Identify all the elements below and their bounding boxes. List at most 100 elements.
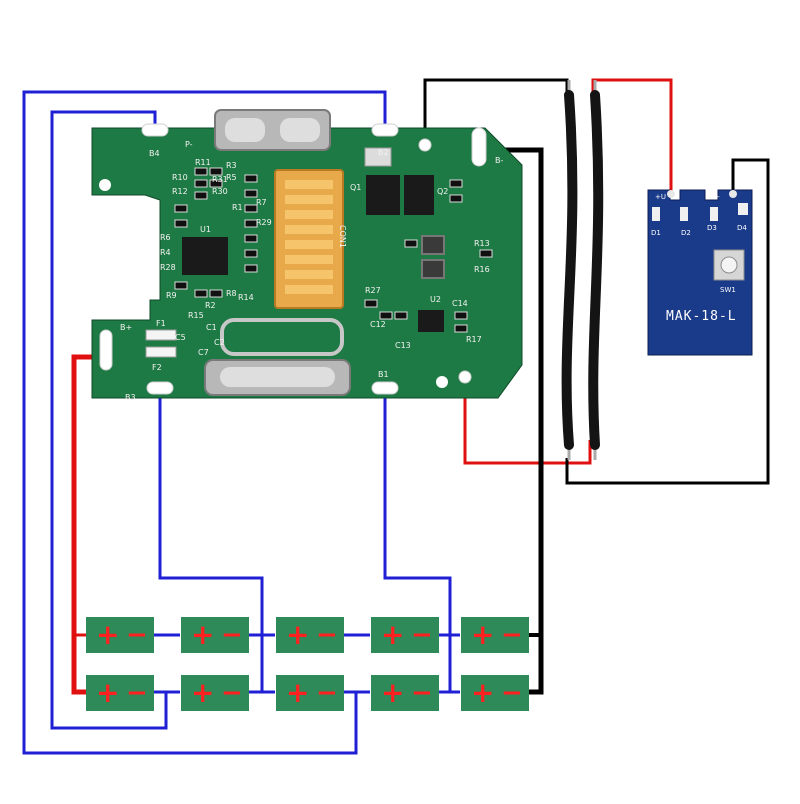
component-label-r27: R27 [365,286,381,295]
label-f1: F1 [156,319,166,328]
component-label-c2: C2 [214,338,225,347]
lead-wire-red-sheath [588,90,604,450]
battery-cell-r1-c1: +− [86,617,154,653]
terminal-top [214,109,331,151]
battery-cell-plus: + [471,676,494,709]
negative-wire-main [486,147,544,695]
label-p-minus: P- [185,140,193,149]
battery-cell-body [461,617,529,653]
battery-cell-body [371,617,439,653]
component-label-r12: R12 [172,187,188,196]
chip-u2 [418,310,444,332]
component-label-c12: C12 [370,320,386,329]
indicator-pad-plus [667,190,675,198]
pad-b-minus [471,127,487,167]
component-label-r10: R10 [172,173,188,182]
battery-cell-plus: + [96,676,119,709]
switch-sw1 [713,249,745,281]
battery-cell-plus: + [381,676,404,709]
switch-label: SW1 [720,286,736,294]
negative-wire-indicator [565,158,770,485]
battery-cell-minus: − [221,678,243,708]
pad-b-plus [99,329,113,371]
battery-cell-body [461,675,529,711]
component-label-c5: C5 [175,333,186,342]
component-label-q2: Q2 [437,187,448,196]
indicator-minus-label: U- [712,193,720,201]
label-b2: B2 [378,148,389,157]
pad-p-minus [418,138,432,152]
battery-cell-plus: + [381,618,404,651]
led-d4 [738,203,748,215]
indicator-title-plate [662,303,744,325]
component-label-r16: R16 [474,265,490,274]
battery-cell-r2-c4: +− [371,675,439,711]
battery-cell-r1-c3: +− [276,617,344,653]
battery-cell-minus: − [126,620,148,650]
component-label-r3: R3 [226,161,237,170]
battery-cell-r2-c5: +− [461,675,529,711]
inductor-2 [421,259,445,279]
led-d1 [652,207,660,221]
label-b-plus: B+ [120,323,132,332]
led-d3 [710,207,718,221]
lead-wire-black [561,90,578,450]
battery-cell-r1-c2: +− [181,617,249,653]
component-label-r1: R1 [232,203,243,212]
pad-b1 [371,381,399,395]
component-label-u2: U2 [430,295,441,304]
component-label-con1: CON1 [338,225,347,248]
battery-cell-grid: +−+−+−+−+−+−+−+−+−+− [86,617,529,711]
component-label-r31: R31 [212,175,228,184]
led-d4-label: D4 [737,224,747,232]
indicator-board-name: MAK-18-L [666,309,737,324]
label-b4: B4 [149,149,160,158]
component-label-r6: R6 [160,233,171,242]
component-label-r17: R17 [466,335,482,344]
terminal-bottom [204,359,351,396]
label-f2: F2 [152,363,162,372]
battery-cell-minus: − [411,678,433,708]
led-d3-label: D3 [707,224,717,232]
positive-wire-indicator-top [591,78,673,192]
led-row [652,203,748,221]
battery-cell-r2-c1: +− [86,675,154,711]
pad-b4 [141,123,169,137]
battery-cell-plus: + [191,618,214,651]
battery-cell-body [276,617,344,653]
label-b1: B1 [378,370,389,379]
component-label-r2: R2 [205,301,216,310]
terminal-mid [220,318,344,356]
label-b-minus: B- [495,156,503,165]
label-b3: B3 [125,393,136,402]
battery-cell-plus: + [286,618,309,651]
battery-cell-r1-c5: +− [461,617,529,653]
fuse-f1 [145,329,177,341]
component-label-c7: C7 [198,348,209,357]
battery-cell-body [86,675,154,711]
led-d1-label: D1 [651,229,661,237]
component-label-r5: R5 [226,173,237,182]
component-label-r9: R9 [166,291,177,300]
component-label-r7: R7 [256,198,267,207]
component-label-c13: C13 [395,341,411,350]
pad-b2 [371,123,399,137]
battery-cell-minus: − [126,678,148,708]
battery-cell-body [276,675,344,711]
component-label-r11: R11 [195,158,211,167]
component-label-r28: R28 [160,263,176,272]
battery-cell-minus: − [316,678,338,708]
led-d2-label: D2 [681,229,691,237]
component-label-r4: R4 [160,248,171,257]
inductor-1 [421,235,445,255]
chip-q2b [404,175,434,215]
battery-cell-body [181,675,249,711]
chip-u1 [182,237,228,275]
component-label-r13: R13 [474,239,490,248]
battery-cell-body [86,617,154,653]
component-label-r29: R29 [256,218,272,227]
chip-q2a [366,175,400,215]
